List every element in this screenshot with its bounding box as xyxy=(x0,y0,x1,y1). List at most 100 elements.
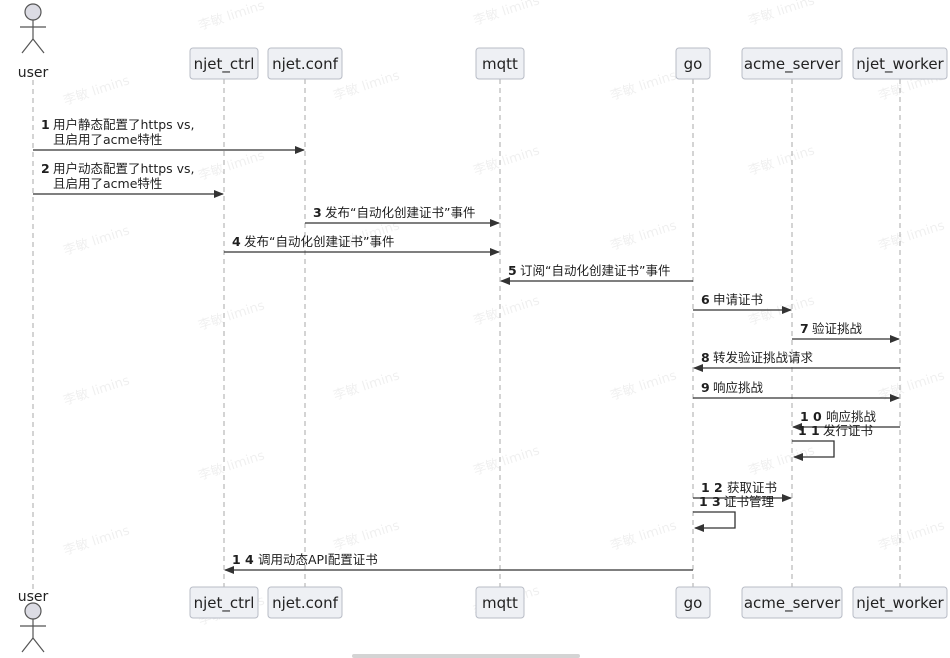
watermark-text: 李敏 limins xyxy=(472,443,542,479)
message-number: 3 xyxy=(313,205,322,220)
message-label-line: 用户动态配置了https vs, xyxy=(53,161,195,176)
message-label: 证书管理 xyxy=(724,494,775,509)
participant-box-acme_server-top xyxy=(741,47,843,80)
participant-box-njet_worker-top xyxy=(852,47,948,80)
participant-box-mqtt-top xyxy=(475,47,525,80)
watermark-layer: 李敏 limins 李敏 limins 李敏 limins 李敏 limins 李敏 l… xyxy=(62,0,947,629)
watermark-text: 李敏 limins xyxy=(332,518,402,554)
participant-box-acme_server-bottom xyxy=(741,586,843,619)
actor-icon-top xyxy=(20,3,46,54)
participant-label-go-bottom: go xyxy=(684,594,703,612)
message-label-line: 响应挑战 xyxy=(713,380,764,395)
message-label-line: 且启用了acme特性 xyxy=(53,176,162,191)
watermark-text: 李敏 limins xyxy=(62,373,132,409)
message-number: 1 xyxy=(41,117,50,132)
message-number: 4 xyxy=(232,234,241,249)
watermark-text: 李敏 limins xyxy=(472,293,542,329)
participant-box-njet_conf-top xyxy=(267,47,343,80)
participant-boxes: njet_ctrl njet.conf mqtt go acme_server njet_… xyxy=(189,47,948,619)
message-label-line: 验证挑战 xyxy=(812,321,863,336)
watermark-text: 李敏 limins xyxy=(877,218,947,254)
watermark-text: 李敏 limins xyxy=(62,223,132,259)
watermark-text: 李敏 limins xyxy=(197,298,267,334)
actor-label-top: user xyxy=(18,65,49,81)
actor-label-bottom: user xyxy=(18,589,49,605)
watermark-text: 李敏 limins xyxy=(747,0,817,29)
participant-label-mqtt-bottom: mqtt xyxy=(482,594,518,612)
watermark-text: 李敏 limins xyxy=(609,518,679,554)
message-label-line: 调用动态API配置证书 xyxy=(258,552,378,567)
message-number: 1 4 xyxy=(232,552,254,567)
actor-figures: user user xyxy=(18,3,49,653)
participant-label-njet_worker-top: njet_worker xyxy=(856,55,944,74)
participant-label-acme_server-bottom: acme_server xyxy=(744,594,841,613)
watermark-text: 李敏 limins xyxy=(747,143,817,179)
participant-box-go-top xyxy=(675,47,711,80)
message-label-line: 获取证书 xyxy=(727,480,777,495)
message-label-line: 转发验证挑战请求 xyxy=(713,350,814,365)
lifelines xyxy=(32,79,901,594)
participant-label-njet_ctrl-bottom: njet_ctrl xyxy=(194,594,255,613)
watermark-text: 李敏 limins xyxy=(747,443,817,479)
message-arrow xyxy=(792,440,835,461)
message-number: 5 xyxy=(508,263,517,278)
participant-box-go-bottom xyxy=(675,586,711,619)
message-number: 8 xyxy=(701,350,710,365)
message-number: 1 1 xyxy=(798,423,820,438)
message-number: 1 3 xyxy=(699,494,721,509)
message-label: 发行证书 xyxy=(823,423,873,438)
actor-icon-bottom xyxy=(20,602,46,653)
message-10: 1 0 响应挑战 xyxy=(792,409,900,431)
watermark-text: 李敏 limins xyxy=(62,73,132,109)
message-number: 6 xyxy=(701,292,710,307)
participant-label-mqtt-top: mqtt xyxy=(482,55,518,73)
watermark-text: 李敏 limins xyxy=(877,518,947,554)
message-number: 7 xyxy=(800,321,809,336)
message-number: 1 2 xyxy=(701,480,723,495)
message-12: 1 2 获取证书 xyxy=(693,480,792,502)
participant-label-njet_conf-top: njet.conf xyxy=(272,55,338,73)
message-label-line: 且启用了acme特性 xyxy=(53,132,162,147)
participant-box-njet_ctrl-bottom xyxy=(189,586,259,619)
participant-box-njet_ctrl-top xyxy=(189,47,259,80)
participant-label-njet_ctrl-top: njet_ctrl xyxy=(194,55,255,74)
message-label-line: 响应挑战 xyxy=(826,409,877,424)
message-label-line: 发布“自动化创建证书”事件 xyxy=(244,234,394,249)
participant-box-njet_conf-bottom xyxy=(267,586,343,619)
message-label-line: 订阅“自动化创建证书”事件 xyxy=(520,263,670,278)
watermark-text: 李敏 limins xyxy=(609,368,679,404)
watermark-text: 李敏 limins xyxy=(332,368,402,404)
message-arrow xyxy=(693,511,736,532)
watermark-text: 李敏 limins xyxy=(609,218,679,254)
message-label-line: 申请证书 xyxy=(713,292,763,307)
watermark-text: 李敏 limins xyxy=(197,148,267,184)
message-number: 9 xyxy=(701,380,710,395)
horizontal-scrollbar[interactable] xyxy=(352,654,580,658)
participant-box-njet_worker-bottom xyxy=(852,586,948,619)
watermark-text: 李敏 limins xyxy=(472,143,542,179)
participant-box-mqtt-bottom xyxy=(475,586,525,619)
watermark-text: 李敏 limins xyxy=(197,0,267,34)
message-label-line: 发布“自动化创建证书”事件 xyxy=(325,205,475,220)
message-label-line: 用户静态配置了https vs, xyxy=(53,117,195,132)
watermark-text: 李敏 limins xyxy=(609,68,679,104)
participant-label-go-top: go xyxy=(684,55,703,73)
message-14: 1 4 调用动态API配置证书 xyxy=(224,552,693,574)
watermark-text: 李敏 limins xyxy=(197,448,267,484)
message-number: 2 xyxy=(41,161,50,176)
message-number: 1 0 xyxy=(800,409,822,424)
watermark-text: 李敏 limins xyxy=(62,523,132,559)
participant-label-njet_conf-bottom: njet.conf xyxy=(272,594,338,612)
